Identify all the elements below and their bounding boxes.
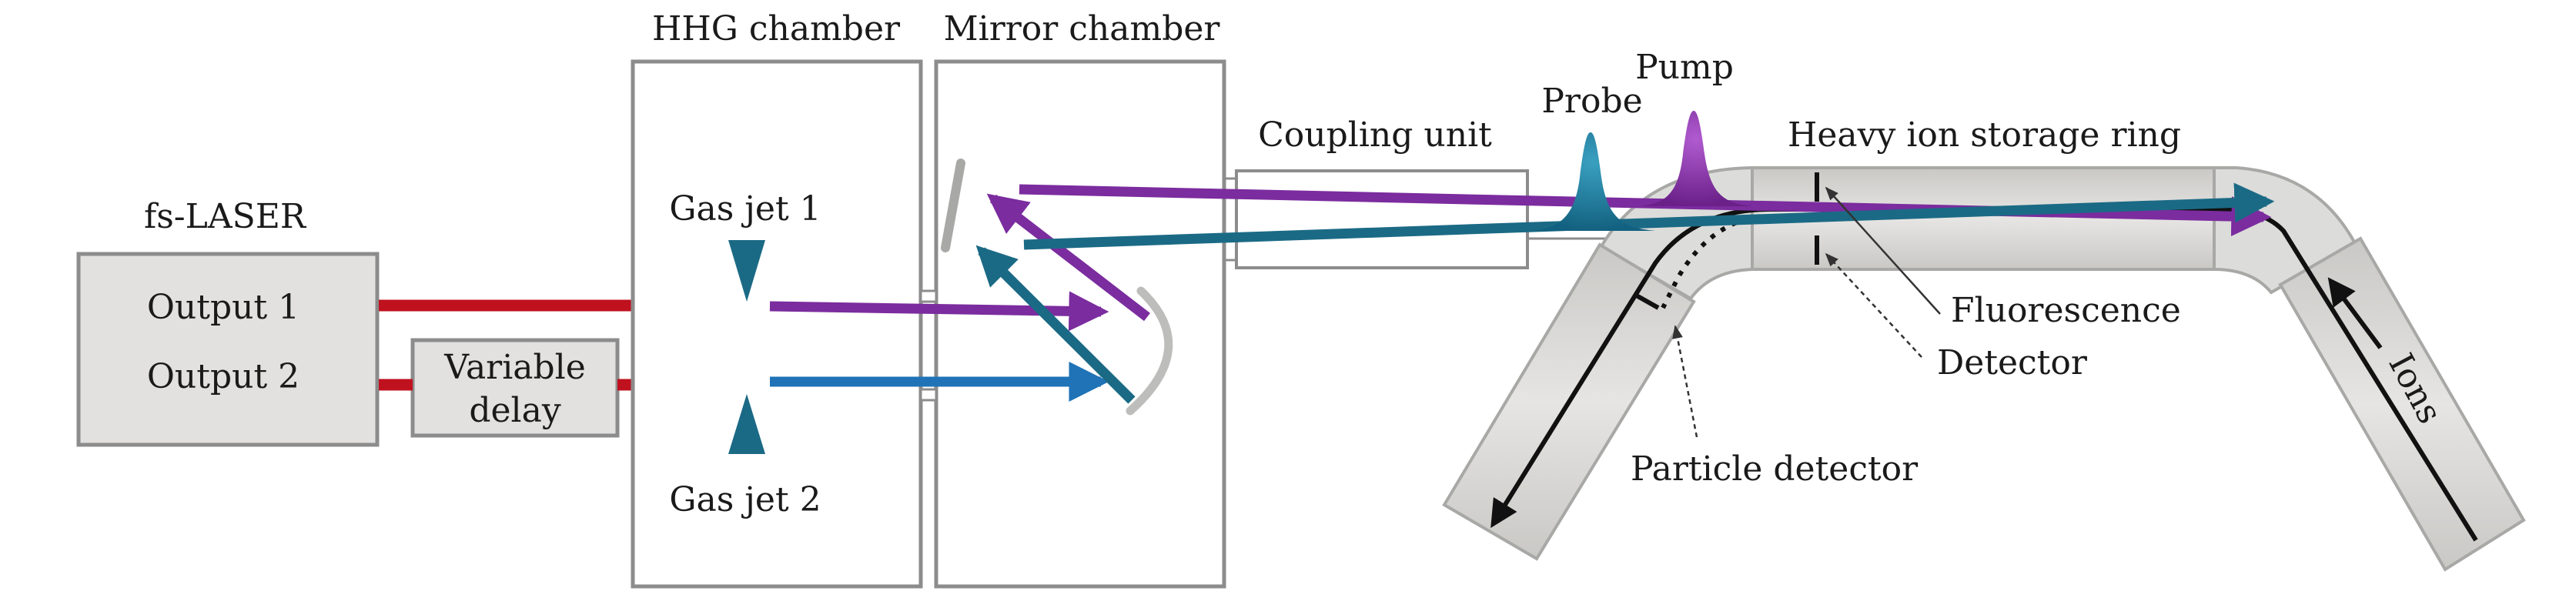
output-2-label: Output 2: [147, 357, 299, 396]
fluorescence-label: Fluorescence: [1951, 291, 2181, 330]
ions-direction-arrow: [2327, 277, 2383, 349]
variable-label: Variable: [443, 348, 586, 387]
fluorescence-pointer: [1825, 186, 1941, 315]
pump-label: Pump: [1635, 48, 1734, 87]
detector-pointer: [1825, 252, 1922, 358]
coupling-unit-label: Coupling unit: [1258, 115, 1492, 155]
focusing-mirror: [1126, 286, 1173, 416]
particle-detector-label: Particle detector: [1631, 449, 1919, 489]
probe-pulse: [1532, 132, 1655, 231]
chamber-link-upper: [919, 289, 938, 303]
hhg-chamber-label: HHG chamber: [652, 9, 901, 48]
probe-label: Probe: [1541, 82, 1642, 121]
gas-jet-1-nozzle: [728, 240, 765, 302]
gas-jet-2-label: Gas jet 2: [669, 480, 821, 519]
probe-beam: [1023, 182, 2275, 250]
recombined-ion-path: [1661, 216, 1748, 309]
chamber-link-lower: [919, 388, 938, 402]
delay-label: delay: [469, 391, 561, 430]
harmonic-beam-1: [769, 291, 1109, 332]
coupling-unit: [1235, 169, 1529, 269]
pump-pulse: [1640, 111, 1752, 206]
flat-mirror: [941, 159, 965, 252]
laser-label: fs-LASER: [144, 197, 307, 236]
gas-jet-1-label: Gas jet 1: [669, 189, 821, 229]
storage-ring-label: Heavy ion storage ring: [1788, 115, 2181, 155]
reflected-purple-beam: [986, 193, 1150, 322]
laser-box: [76, 252, 380, 447]
particle-detector-mark: [1632, 292, 1660, 310]
detector-label: Detector: [1937, 343, 2088, 382]
gas-jet-2-nozzle: [728, 394, 765, 454]
output-1-label: Output 1: [147, 288, 299, 327]
mirror-chamber-label: Mirror chamber: [944, 9, 1221, 48]
particle-detector-pointer: [1672, 325, 1698, 438]
hhg-chamber: [631, 59, 923, 589]
mirror-chamber: [934, 59, 1226, 589]
reflected-teal-beam: [975, 245, 1136, 404]
